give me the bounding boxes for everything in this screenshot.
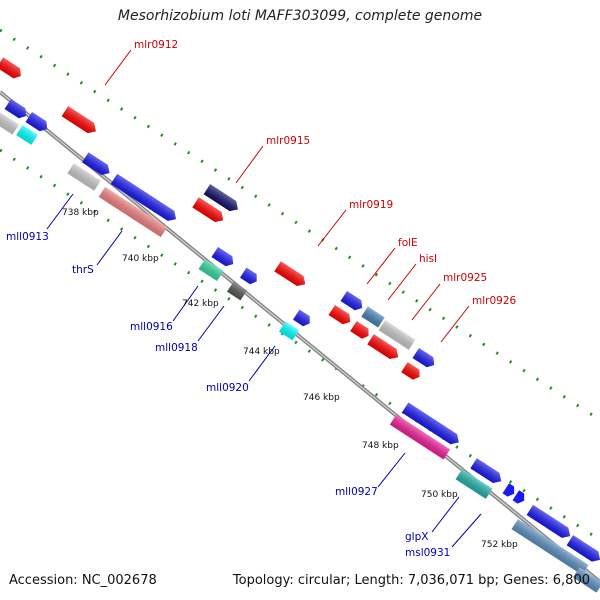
gene-reverse-6[interactable]	[198, 258, 224, 282]
map-title: Mesorhizobium loti MAFF303099, complete …	[117, 8, 483, 24]
gene-forward-5[interactable]	[367, 334, 401, 362]
gene-reverse-glpX[interactable]	[455, 469, 493, 499]
gene-forward-4[interactable]	[350, 321, 372, 341]
leader-mll0913	[46, 193, 74, 230]
gene-label-hisI[interactable]: hisI	[419, 253, 437, 265]
tick-label-740: 740 kbp	[122, 254, 159, 264]
gene-forward-mlr0926[interactable]	[412, 347, 438, 370]
leader-mlr0915	[235, 145, 264, 184]
gene-forward-mlr0925[interactable]	[378, 320, 416, 350]
tick-label-744: 744 kbp	[243, 347, 280, 357]
leader-mlr0925	[411, 283, 441, 321]
tick-label-750: 750 kbp	[421, 490, 458, 500]
gene-reverse-mll0927-upper[interactable]	[401, 402, 462, 448]
gene-reverse-mll0927[interactable]	[389, 414, 451, 460]
gene-label-mlr0925[interactable]: mlr0925	[443, 272, 487, 284]
gene-reverse-mll0916[interactable]	[211, 246, 237, 269]
gene-reverse-10[interactable]	[572, 567, 600, 593]
gene-label-mll0927[interactable]: mll0927	[335, 486, 378, 498]
gene-reverse-5[interactable]	[67, 163, 101, 191]
gene-reverse-2[interactable]	[25, 111, 51, 134]
gene-reverse-1[interactable]	[4, 98, 30, 121]
gene-forward-mlr0915[interactable]	[203, 184, 242, 214]
gene-reverse-mll0918[interactable]	[227, 281, 247, 301]
leader-mlr0926	[440, 305, 470, 343]
gene-reverse-3[interactable]	[0, 109, 20, 135]
leader-mll0918	[197, 305, 225, 342]
gene-reverse-7[interactable]	[502, 483, 518, 499]
gene-label-mlr0912[interactable]: mlr0912	[134, 39, 178, 51]
leader-mll0920	[248, 345, 276, 382]
leader-msl0931	[451, 513, 482, 548]
gene-forward-mlr0919[interactable]	[274, 261, 308, 289]
tick-label-748: 748 kbp	[362, 441, 399, 451]
gene-reverse-8[interactable]	[512, 490, 528, 506]
gene-label-msl0931[interactable]: msl0931	[405, 547, 450, 559]
tick-label-746: 746 kbp	[303, 393, 340, 403]
gene-reverse-mll0920-upper[interactable]	[293, 309, 313, 329]
leader-hisI	[387, 263, 417, 301]
gene-label-mll0916[interactable]: mll0916	[130, 321, 173, 333]
gene-label-mlr0926[interactable]: mlr0926	[472, 295, 517, 307]
gene-label-mll0913[interactable]: mll0913	[6, 231, 49, 243]
gene-label-mlr0919[interactable]: mlr0919	[349, 199, 393, 211]
leader-folE	[366, 247, 396, 285]
gene-forward-mlr0912[interactable]	[61, 106, 100, 136]
gene-forward-folE[interactable]	[340, 290, 366, 313]
gene-reverse-mll0913[interactable]	[81, 152, 113, 178]
gene-label-mll0918[interactable]: mll0918	[155, 342, 198, 354]
leader-glpX	[431, 496, 460, 533]
gene-forward-hisI[interactable]	[361, 306, 385, 328]
gene-label-mlr0915[interactable]: mlr0915	[266, 135, 310, 147]
gene-reverse-mll0918-upper[interactable]	[240, 267, 260, 287]
gene-reverse-thrS[interactable]	[98, 186, 168, 238]
gene-forward-2[interactable]	[192, 197, 226, 225]
gene-reverse-thrS-upper[interactable]	[110, 173, 180, 224]
tick-label-738: 738 kbp	[62, 208, 99, 218]
genome-summary-text: Topology: circular; Length: 7,036,071 bp…	[232, 573, 590, 588]
leader-mlr0919	[317, 209, 347, 247]
leader-mlr0912	[104, 49, 132, 86]
tick-label-742: 742 kbp	[182, 299, 219, 309]
gene-reverse-9[interactable]	[566, 535, 600, 565]
gene-label-folE[interactable]: folE	[398, 237, 418, 249]
gene-reverse-glpX-upper[interactable]	[470, 458, 504, 486]
gene-forward-1[interactable]	[0, 57, 24, 81]
tick-label-752: 752 kbp	[481, 540, 518, 550]
accession-text: Accession: NC_002678	[9, 573, 157, 588]
gene-reverse-msl0931-upper[interactable]	[526, 504, 574, 541]
gene-label-mll0920[interactable]: mll0920	[206, 382, 249, 394]
gene-forward-6[interactable]	[401, 362, 423, 382]
track-forward-outer	[0, 28, 600, 422]
gene-forward-3[interactable]	[328, 304, 354, 327]
leader-mll0927	[377, 452, 406, 488]
gene-reverse-msl0931[interactable]	[511, 519, 589, 575]
gene-label-glpX[interactable]: glpX	[405, 531, 428, 543]
gene-reverse-mll0920[interactable]	[279, 321, 299, 341]
gene-reverse-4[interactable]	[16, 125, 38, 145]
gene-label-thrS[interactable]: thrS	[72, 264, 94, 276]
leader-thrS	[96, 230, 123, 266]
leader-mll0916	[172, 285, 199, 322]
